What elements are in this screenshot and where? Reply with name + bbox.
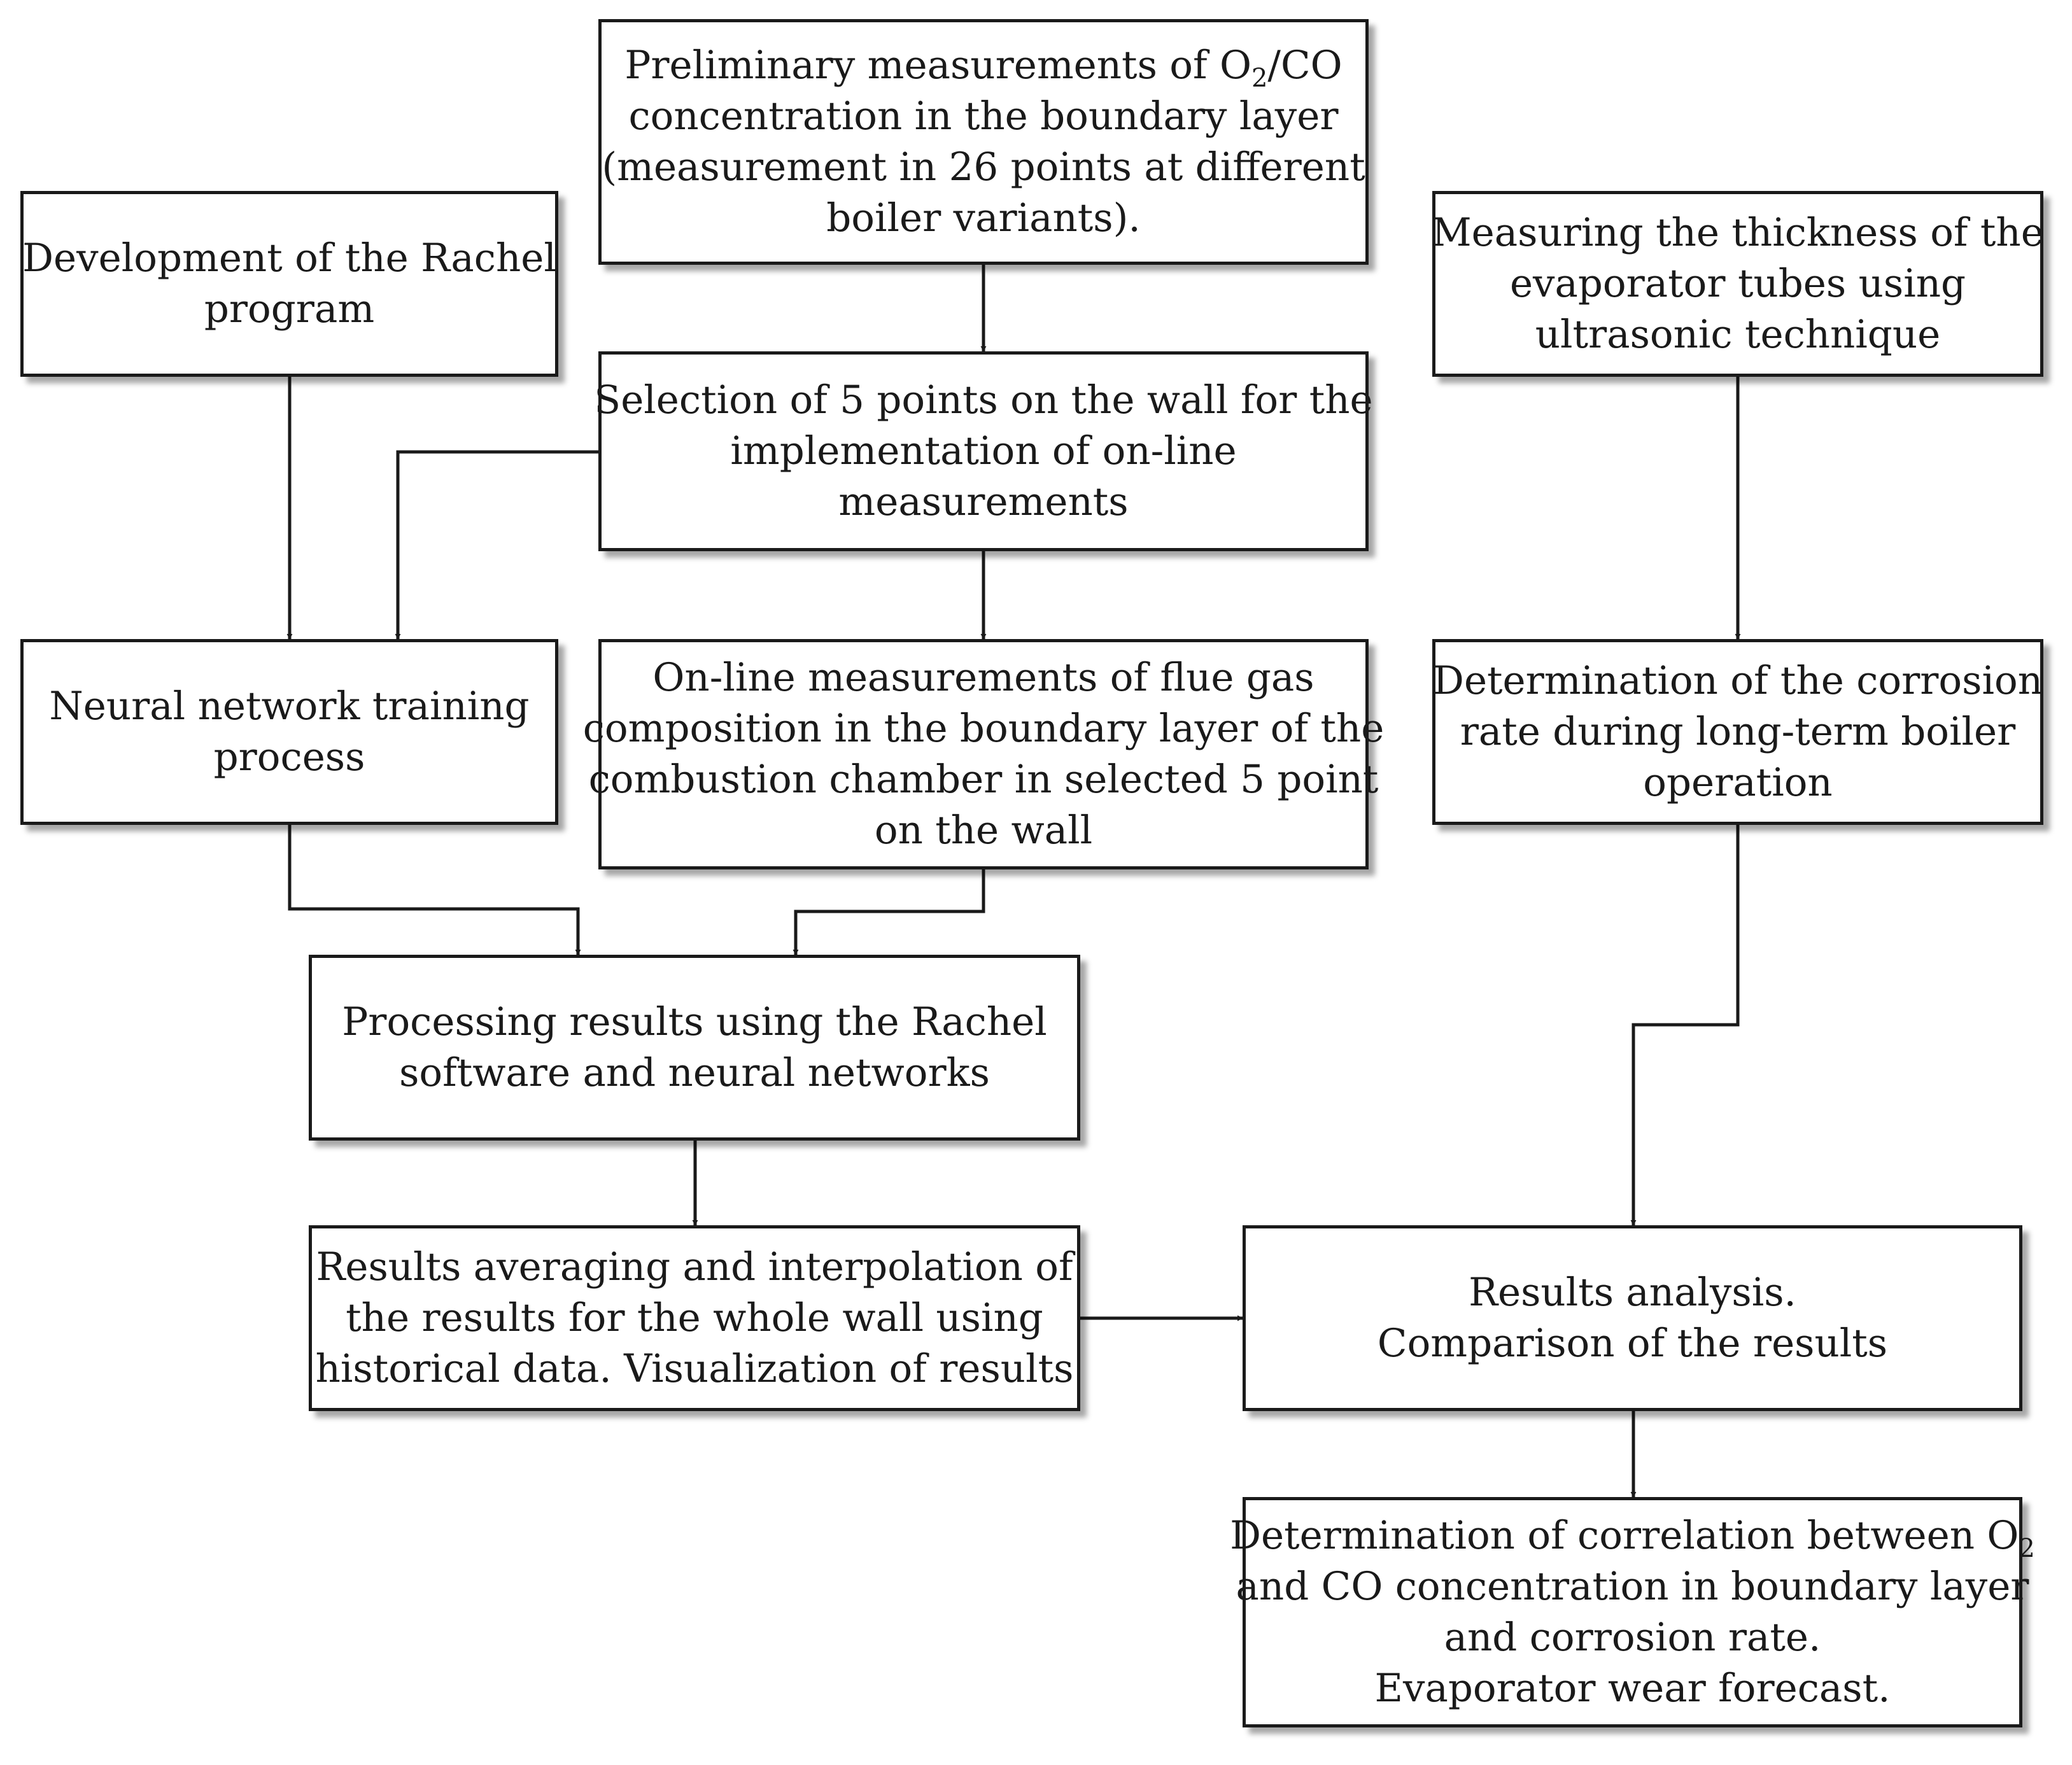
rachel-development-box: Development of the Rachel program [20, 191, 558, 377]
selection-line-2: implementation of on-line [730, 428, 1237, 474]
online-line-2: composition in the boundary layer of the [582, 706, 1385, 751]
corrosion-line-1: Determination of the corrosion [1433, 658, 2043, 703]
processing-line-2: software and neural networks [399, 1050, 990, 1095]
selection-line-1: Selection of 5 points on the wall for th… [594, 377, 1373, 423]
arrow-neural-to-processing [288, 825, 581, 955]
averaging-line-1: Results averaging and interpolation of [316, 1244, 1073, 1290]
point-selection-box: Selection of 5 points on the wall for th… [594, 351, 1373, 551]
neural-line-1: Neural network training [49, 684, 530, 729]
preliminary-line-4: boiler variants). [826, 195, 1141, 241]
thickness-measurement-box: Measuring the thickness of the evaporato… [1432, 191, 2044, 377]
correlation-forecast-box: Determination of correlation between O2 … [1230, 1497, 2035, 1727]
online-line-4: on the wall [874, 808, 1093, 853]
arrow-online-to-processing [793, 869, 985, 955]
corrosion-rate-box: Determination of the corrosion rate duri… [1432, 639, 2043, 825]
results-analysis-box: Results analysis. Comparison of the resu… [1243, 1225, 2022, 1411]
results-averaging-box: Results averaging and interpolation of t… [309, 1225, 1080, 1411]
thickness-line-3: ultrasonic technique [1535, 312, 1941, 357]
online-line-3: combustion chamber in selected 5 point [588, 757, 1379, 802]
thickness-line-2: evaporator tubes using [1509, 261, 1966, 306]
processing-line-1: Processing results using the Rachel [342, 999, 1047, 1044]
averaging-line-2: the results for the whole wall using [346, 1295, 1043, 1340]
correlation-line-3: and corrosion rate. [1444, 1615, 1821, 1660]
processing-results-box: Processing results using the Rachel soft… [309, 955, 1080, 1141]
arrow-corrosion-to-analysis [1630, 825, 1740, 1226]
correlation-line-2: and CO concentration in boundary layer [1236, 1564, 2029, 1609]
analysis-line-2: Comparison of the results [1377, 1321, 1888, 1366]
preliminary-measurements-box: Preliminary measurements of O2/CO concen… [598, 19, 1369, 265]
correlation-line-4: Evaporator wear forecast. [1374, 1666, 1891, 1711]
averaging-line-3: historical data. Visualization of result… [315, 1346, 1074, 1391]
selection-line-3: measurements [838, 479, 1129, 524]
preliminary-line-3: (measurement in 26 points at different [602, 144, 1365, 190]
neural-line-2: process [213, 735, 365, 780]
rachel-dev-line-2: program [204, 286, 375, 332]
neural-training-box: Neural network training process [20, 639, 558, 825]
online-measurements-box: On-line measurements of flue gas composi… [583, 639, 1384, 869]
thickness-line-1: Measuring the thickness of the [1432, 210, 2044, 255]
preliminary-line-1: Preliminary measurements of O2/CO [624, 43, 1343, 94]
corrosion-line-2: rate during long-term boiler [1460, 709, 2016, 754]
correlation-line-1: Determination of correlation between O2 [1230, 1513, 2035, 1564]
online-line-1: On-line measurements of flue gas [652, 655, 1314, 700]
arrow-selection-to-neural [395, 450, 598, 640]
analysis-line-1: Results analysis. [1469, 1270, 1796, 1315]
preliminary-line-2: concentration in the boundary layer [628, 94, 1339, 139]
corrosion-line-3: operation [1643, 760, 1833, 805]
rachel-dev-line-1: Development of the Rachel [22, 236, 556, 281]
